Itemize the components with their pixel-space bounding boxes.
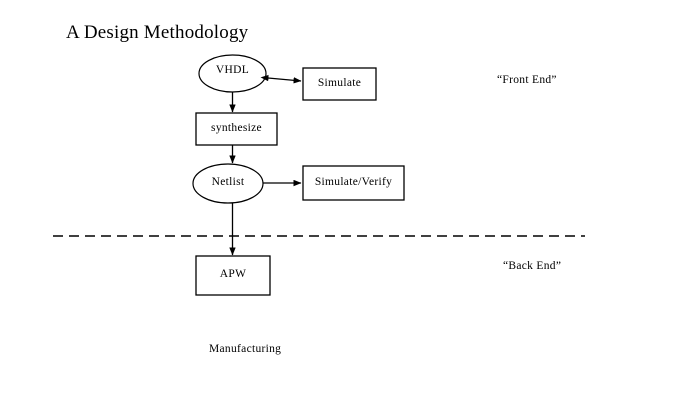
edge-vhdl-simulate [260, 74, 302, 84]
node-vhdl-label: VHDL [215, 64, 250, 76]
page-title: A Design Methodology [66, 22, 249, 43]
node-simulate-shape [302, 67, 377, 101]
node-synthesize-shape [195, 112, 278, 146]
node-apw-label: APW [219, 268, 247, 280]
node-synthesize-label: synthesize [211, 122, 262, 134]
node-netlist-label: Netlist [211, 176, 245, 188]
front-end-label: “Front End” [497, 74, 557, 86]
node-simulate-verify-shape [302, 165, 405, 201]
node-apw-shape [195, 255, 271, 296]
manufacturing-label: Manufacturing [209, 343, 282, 355]
node-simulate-verify-label: Simulate/Verify [314, 176, 393, 188]
back-end-label: “Back End” [503, 260, 562, 272]
node-simulate-label: Simulate [317, 77, 362, 89]
